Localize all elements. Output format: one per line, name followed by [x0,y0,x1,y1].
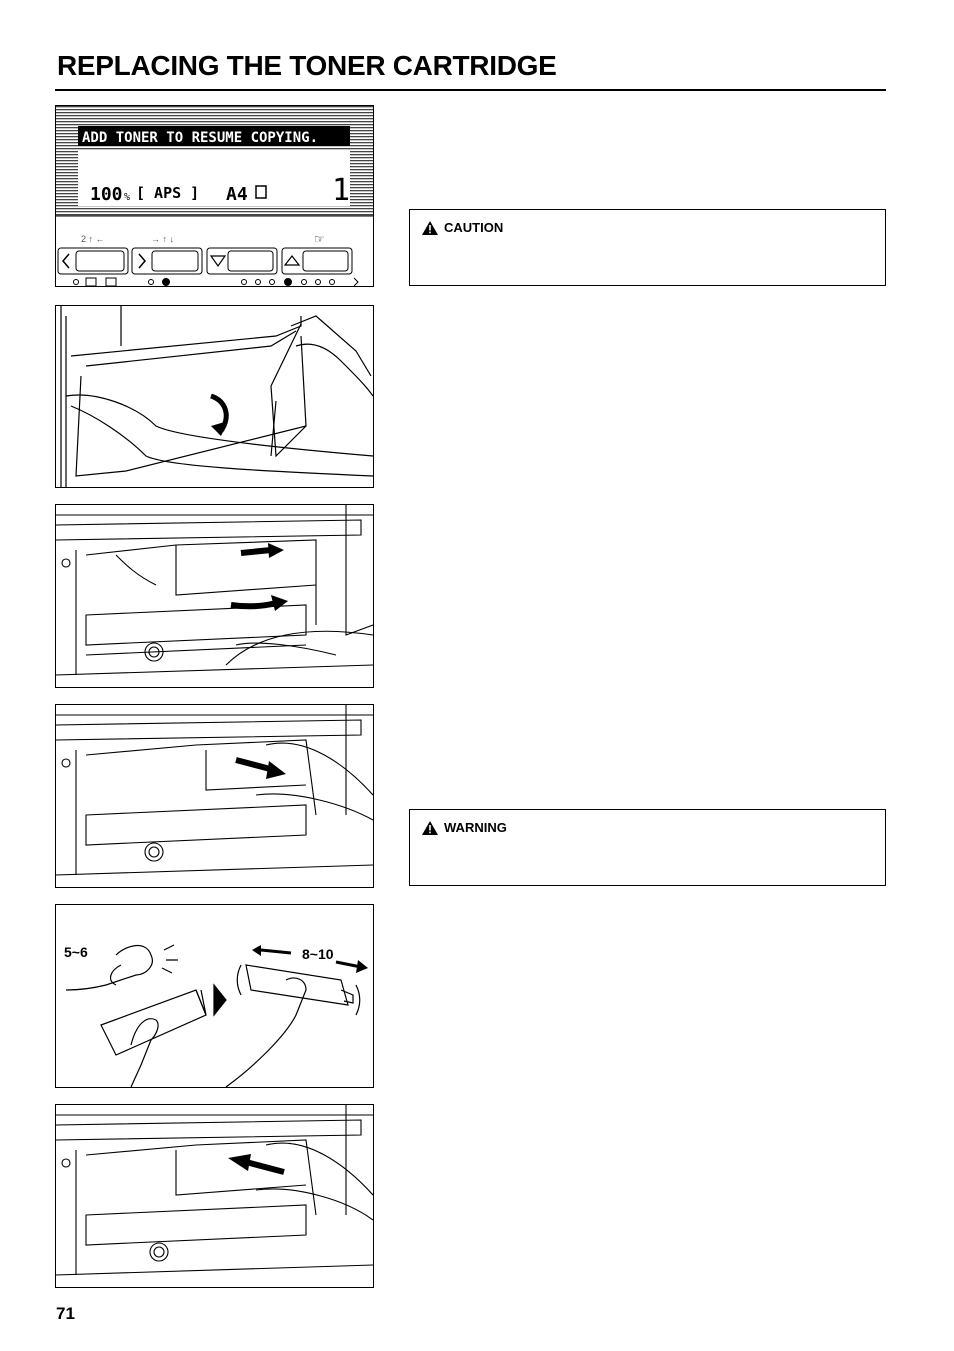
shake-count-horizontal: 8~10 [302,946,334,962]
lcd-message: ADD TONER TO RESUME COPYING. [82,130,318,146]
lcd-paper-mode: [ APS ] [136,184,199,202]
figure-release-cartridge [55,504,374,688]
left-arrow-hint-icon: 2 ↑ ← [81,234,105,244]
exposure-indicator-row [73,277,359,286]
warning-box: WARNING [409,809,886,886]
panel-down-button[interactable] [206,247,278,275]
right-arrow-hint-icon: → ↑ ↓ [151,234,174,244]
shake-right-arrow-icon [335,960,362,969]
figure-operation-panel: ADD TONER TO RESUME COPYING. 100 % [ APS… [55,105,374,287]
warning-triangle-icon [422,820,438,835]
figure-shake-cartridge: 5~6 8~10 [55,904,374,1088]
warning-triangle-icon [422,220,438,235]
shake-count-tap: 5~6 [64,944,88,960]
panel-up-button[interactable] [281,247,353,275]
warning-label: WARNING [444,820,507,835]
slide-right-arrow-icon [240,547,272,556]
hand-pointer-icon: ☞ [314,232,325,246]
paper-orientation-icon [255,185,267,199]
lcd-zoom-unit: % [124,192,130,203]
title-rule [55,89,886,91]
shake-left-arrow-icon [260,948,292,955]
push-in-arrow-icon [245,1159,285,1175]
figure-pull-cartridge [55,704,374,888]
panel-right-button[interactable] [131,247,203,275]
pull-out-arrow-icon [235,757,275,773]
figure-insert-cartridge [55,1104,374,1288]
panel-left-button[interactable] [57,247,129,275]
caution-label: CAUTION [444,220,504,235]
lcd-paper-size: A4 [226,184,248,205]
turn-lever-arrow-icon [230,600,277,610]
caution-box: CAUTION [409,209,886,286]
figure-open-front-cover [55,305,374,488]
page-number: 71 [56,1304,75,1323]
lcd-copy-count: 1 [332,173,350,208]
lcd-zoom: 100 [90,184,123,205]
page-title: REPLACING THE TONER CARTRIDGE [57,50,557,81]
